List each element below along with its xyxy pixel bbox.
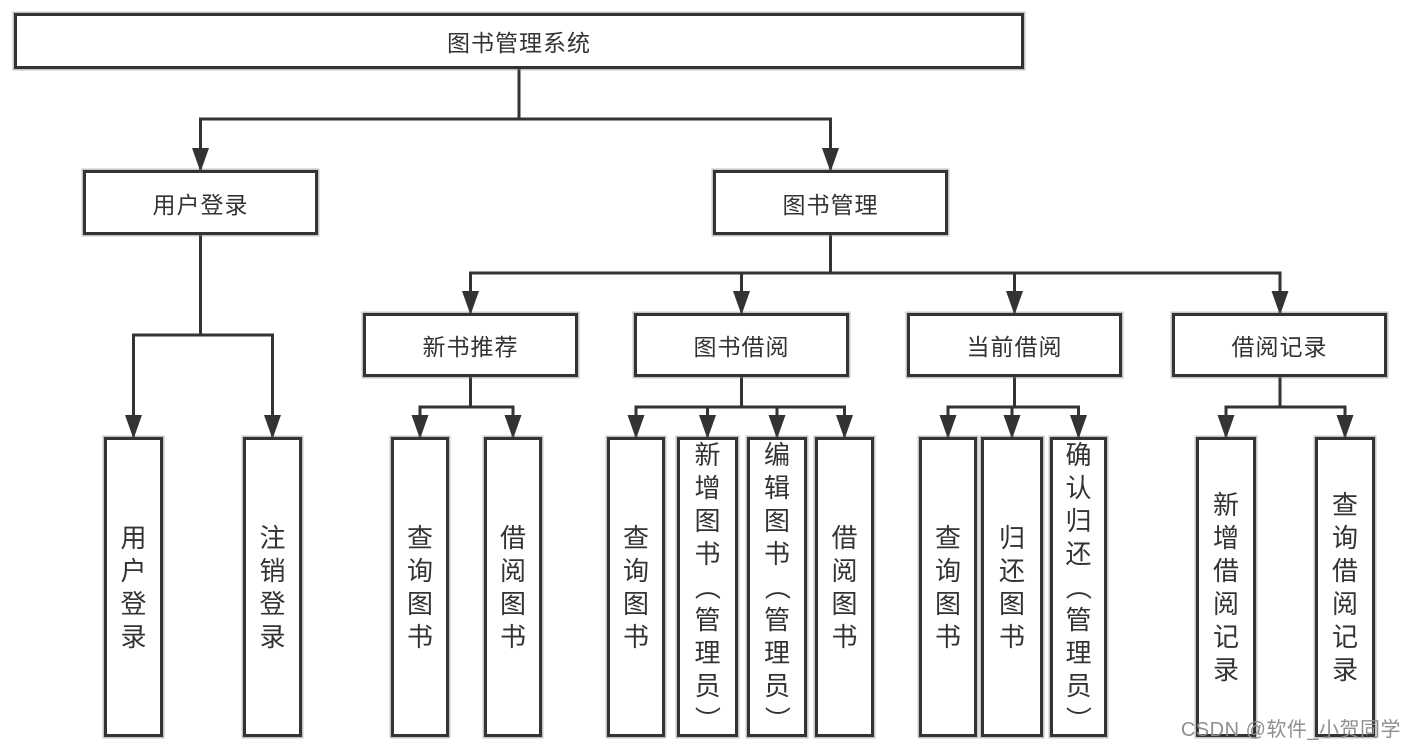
leaf-user-login: 用户登录: [104, 437, 163, 737]
node-book-management: 图书管理: [713, 170, 948, 235]
node-root: 图书管理系统: [14, 13, 1024, 69]
node-user-login: 用户登录: [83, 170, 318, 235]
leaf-return-books: 归还图书: [981, 437, 1043, 737]
vertical-char: 阅: [1331, 588, 1358, 619]
vertical-char: 图: [406, 588, 433, 619]
vertical-char: 登: [259, 588, 286, 619]
leaf-query-books-recommend: 查询图书: [391, 437, 449, 737]
vertical-char: （: [761, 573, 792, 601]
vertical-char: ）: [761, 705, 792, 733]
vertical-char: 归: [998, 522, 1025, 553]
watermark: CSDN @软件_小贺同学: [1180, 719, 1401, 741]
vertical-char: 记: [1331, 621, 1358, 652]
vertical-char: 新: [694, 440, 721, 470]
vertical-char: 理: [1065, 638, 1092, 668]
vertical-char: 借: [831, 522, 858, 553]
vertical-char: 阅: [1212, 588, 1239, 619]
vertical-char: 阅: [831, 555, 858, 586]
vertical-char: 销: [259, 555, 286, 586]
leaf-query-borrow-record: 查询借阅记录: [1315, 437, 1375, 737]
vertical-char: 查: [934, 522, 961, 553]
vertical-char: 查: [622, 522, 649, 553]
vertical-char: 询: [1331, 522, 1358, 553]
node-borrowing-records: 借阅记录: [1172, 313, 1387, 377]
vertical-char: 询: [622, 555, 649, 586]
vertical-char: 用: [120, 522, 147, 553]
vertical-char: 录: [120, 621, 147, 652]
vertical-char: 管: [694, 605, 721, 635]
vertical-char: 查: [406, 522, 433, 553]
leaf-logout-login: 注销登录: [243, 437, 302, 737]
vertical-char: 借: [1331, 555, 1358, 586]
vertical-char: 归: [1065, 506, 1092, 536]
vertical-char: 图: [831, 588, 858, 619]
vertical-char: 增: [1212, 522, 1239, 553]
vertical-char: 员: [694, 671, 721, 701]
vertical-char: （: [1063, 573, 1094, 601]
vertical-char: 书: [406, 621, 433, 652]
vertical-char: 借: [1212, 555, 1239, 586]
vertical-char: 书: [763, 539, 790, 569]
vertical-char: 辑: [763, 473, 790, 503]
vertical-char: 登: [120, 588, 147, 619]
vertical-char: 编: [763, 440, 790, 470]
vertical-char: 录: [1212, 654, 1239, 685]
vertical-char: 增: [694, 473, 721, 503]
vertical-char: 书: [831, 621, 858, 652]
vertical-char: 管: [763, 605, 790, 635]
vertical-char: 询: [406, 555, 433, 586]
vertical-char: 还: [1065, 539, 1092, 569]
vertical-char: 录: [259, 621, 286, 652]
leaf-add-books-admin: 新增图书 （ 管理员 ）: [677, 437, 738, 737]
vertical-char: 员: [1065, 671, 1092, 701]
vertical-char: 理: [763, 638, 790, 668]
vertical-char: 询: [934, 555, 961, 586]
vertical-char: 户: [120, 555, 147, 586]
vertical-char: 书: [499, 621, 526, 652]
leaf-borrow-books: 借阅图书: [815, 437, 874, 737]
vertical-char: 还: [998, 555, 1025, 586]
vertical-char: 图: [499, 588, 526, 619]
vertical-char: ）: [692, 705, 723, 733]
leaf-edit-books-admin: 编辑图书 （ 管理员 ）: [747, 437, 807, 737]
node-book-borrowing: 图书借阅: [634, 313, 849, 377]
vertical-char: 录: [1331, 654, 1358, 685]
vertical-char: （: [692, 573, 723, 601]
leaf-query-books-current: 查询图书: [919, 437, 977, 737]
vertical-char: 书: [622, 621, 649, 652]
vertical-char: 确: [1065, 440, 1092, 470]
vertical-char: 认: [1065, 473, 1092, 503]
leaf-add-borrow-record: 新增借阅记录: [1196, 437, 1256, 737]
vertical-char: 注: [259, 522, 286, 553]
node-new-book-recommendation: 新书推荐: [363, 313, 578, 377]
vertical-char: 阅: [499, 555, 526, 586]
vertical-char: 借: [499, 522, 526, 553]
leaf-borrow-books-recommend: 借阅图书: [484, 437, 542, 737]
vertical-char: 图: [998, 588, 1025, 619]
vertical-char: 书: [934, 621, 961, 652]
vertical-char: 理: [694, 638, 721, 668]
vertical-char: 书: [694, 539, 721, 569]
vertical-char: 记: [1212, 621, 1239, 652]
vertical-char: 新: [1212, 489, 1239, 520]
vertical-char: 图: [622, 588, 649, 619]
vertical-char: ）: [1063, 705, 1094, 733]
vertical-char: 图: [763, 506, 790, 536]
leaf-query-books-borrow: 查询图书: [607, 437, 665, 737]
vertical-char: 员: [763, 671, 790, 701]
vertical-char: 查: [1331, 489, 1358, 520]
vertical-char: 管: [1065, 605, 1092, 635]
leaf-confirm-return-admin: 确认归还 （ 管理员 ）: [1050, 437, 1107, 737]
vertical-char: 图: [934, 588, 961, 619]
vertical-char: 图: [694, 506, 721, 536]
vertical-char: 书: [998, 621, 1025, 652]
node-current-borrowing: 当前借阅: [907, 313, 1122, 377]
